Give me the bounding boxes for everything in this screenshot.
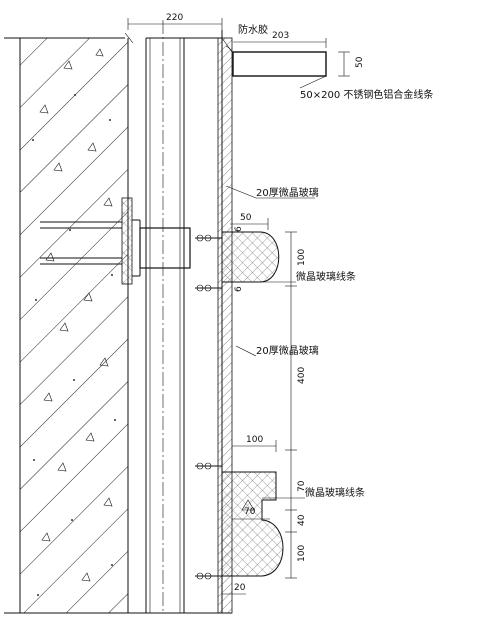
- label-trim-upper: 微晶玻璃线条: [296, 270, 356, 283]
- dim-lower-100: 100: [246, 435, 263, 445]
- label-waterproof-glue: 防水胶: [238, 23, 268, 36]
- dim-inner-70: 70: [244, 507, 256, 517]
- label-steel-strip: 50×200 不锈钢色铝合金线条: [300, 88, 433, 101]
- dim-bottom-20: 20: [234, 583, 246, 593]
- leader-lines: [225, 75, 327, 499]
- dim-notch-40: 40: [297, 514, 307, 526]
- dim-trim-100: 100: [297, 249, 307, 266]
- label-trim-lower: 微晶玻璃线条: [305, 486, 365, 499]
- steel-strip: [221, 37, 327, 77]
- dimension-lines: [127, 18, 350, 595]
- label-glass-middle: 20厚微晶玻璃: [256, 344, 319, 357]
- upper-trim: [195, 231, 280, 292]
- dim-400: 400: [297, 367, 307, 384]
- dim-220: 220: [166, 13, 183, 23]
- label-glass-upper: 20厚微晶玻璃: [256, 186, 319, 199]
- dim-trim-50: 50: [240, 213, 252, 223]
- dimension-text: 220 203 50 50 100 400 100 70 70 40 100 2…: [166, 13, 365, 593]
- dim-strip-50: 50: [355, 56, 365, 68]
- lower-trim: [195, 462, 284, 580]
- anchor-bracket: [40, 197, 191, 285]
- dim-small-top: 6: [234, 226, 244, 232]
- steel-frame: [124, 20, 222, 613]
- dim-lower-trim-100: 100: [297, 545, 307, 562]
- dim-small-mid: 6: [234, 286, 244, 292]
- dim-203: 203: [272, 31, 289, 41]
- annotations: 防水胶 50×200 不锈钢色铝合金线条 20厚微晶玻璃 微晶玻璃线条 20厚微…: [238, 23, 433, 499]
- dim-upper-70: 70: [297, 480, 307, 492]
- concrete-wall: [4, 37, 232, 614]
